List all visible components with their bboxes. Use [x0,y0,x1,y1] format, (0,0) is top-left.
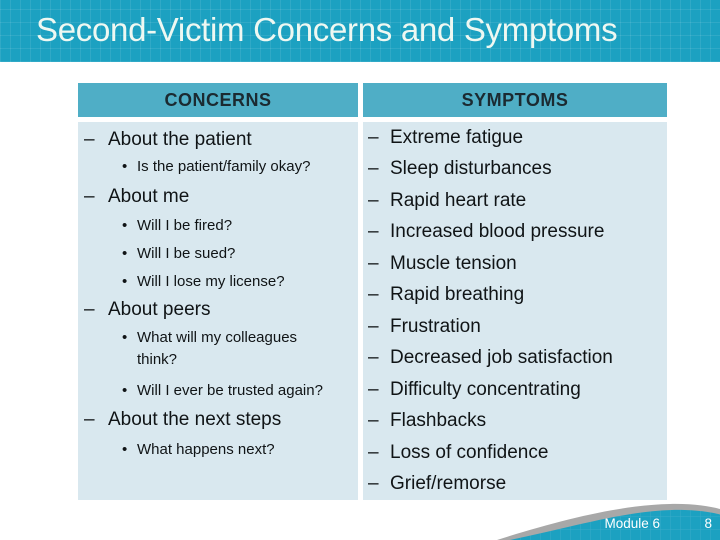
concern-text: Will I ever be trusted again? [137,382,323,399]
concern-subitem: • Will I lose my license? [122,272,285,291]
symptom-item: –Decreased job satisfaction [363,343,667,375]
symptom-item: –Difficulty concentrating [363,374,667,406]
title-banner: Second-Victim Concerns and Symptoms [0,0,720,62]
symptom-item: –Sleep disturbances [363,154,667,186]
module-label: Module 6 [604,516,660,531]
dash-marker: – [368,252,379,274]
concern-item: –About peers [84,298,210,322]
dash-marker: – [84,129,95,150]
dash-marker: – [84,186,95,207]
concern-subitem: • What happens next? [122,440,275,459]
dash-marker: – [368,315,379,337]
dash-marker: – [368,221,379,243]
dash-marker: – [368,378,379,400]
concerns-header-label: CONCERNS [164,89,272,110]
symptoms-list: –Extreme fatigue –Sleep disturbances –Ra… [363,122,667,500]
bullet-marker: • [122,441,128,458]
page-number: 8 [704,516,712,531]
bullet-marker: • [122,273,128,290]
symptom-text: Grief/remorse [390,473,507,495]
symptom-text: Frustration [390,315,481,337]
dash-marker: – [368,189,379,211]
symptom-item: –Increased blood pressure [363,217,667,249]
symptom-text: Sleep disturbances [390,158,552,180]
dash-marker: – [368,158,379,180]
symptoms-header-label: SYMPTOMS [461,89,569,110]
dash-marker: – [368,441,379,463]
bullet-marker: • [122,245,128,262]
symptom-item: –Loss of confidence [363,437,667,469]
bullet-marker: • [122,217,128,234]
concerns-column-header: CONCERNS [78,83,358,117]
symptom-item: –Grief/remorse [363,469,667,501]
dash-marker: – [368,473,379,495]
concern-item: –About the patient [84,128,252,152]
concern-text: About the patient [108,129,252,150]
concern-text: Will I lose my license? [137,273,285,290]
concern-item: –About the next steps [84,408,281,432]
symptom-item: –Rapid breathing [363,280,667,312]
dash-marker: – [84,299,95,320]
concerns-list: –About the patient •Is the patient/famil… [78,122,358,500]
concerns-symptoms-table: CONCERNS SYMPTOMS –About the patient •Is… [78,83,667,500]
footer-swoosh: Module 6 8 [0,490,720,540]
symptom-item: –Flashbacks [363,406,667,438]
bullet-marker: • [122,382,128,399]
concern-subitem: • Is the patient/family okay? [122,157,310,176]
symptom-item: –Muscle tension [363,248,667,280]
dash-marker: – [368,284,379,306]
concern-text: About the next steps [108,409,282,430]
concern-text: About me [108,186,190,207]
concern-subitem: • Will I ever be trusted again? [122,381,362,400]
symptom-text: Flashbacks [390,410,487,432]
concern-text: What will my colleagues think? [137,329,298,368]
symptom-text: Decreased job satisfaction [390,347,613,369]
symptom-text: Extreme fatigue [390,126,524,148]
concern-item: –About me [84,185,189,209]
bullet-marker: • [122,329,128,346]
concern-subitem: • Will I be sued? [122,244,235,263]
concern-text: Will I be fired? [137,217,233,234]
symptom-item: –Frustration [363,311,667,343]
concern-subitem: • What will my colleagues think? [122,327,328,371]
symptom-text: Loss of confidence [390,441,549,463]
symptom-text: Rapid heart rate [390,189,527,211]
concern-text: Will I be sued? [137,245,236,262]
symptom-text: Muscle tension [390,252,517,274]
symptom-item: –Extreme fatigue [363,122,667,154]
bullet-marker: • [122,158,128,175]
swoosh-graphic [497,503,720,540]
symptom-text: Rapid breathing [390,284,525,306]
symptom-text: Increased blood pressure [390,221,605,243]
concern-subitem: • Will I be fired? [122,216,232,235]
symptom-text: Difficulty concentrating [390,378,581,400]
dash-marker: – [368,126,379,148]
concern-text: Is the patient/family okay? [137,158,311,175]
symptoms-column-header: SYMPTOMS [363,83,667,117]
symptom-item: –Rapid heart rate [363,185,667,217]
concern-text: About peers [108,299,211,320]
dash-marker: – [368,347,379,369]
slide-title: Second-Victim Concerns and Symptoms [36,11,618,48]
dash-marker: – [368,410,379,432]
dash-marker: – [84,409,95,430]
concern-text: What happens next? [137,441,275,458]
